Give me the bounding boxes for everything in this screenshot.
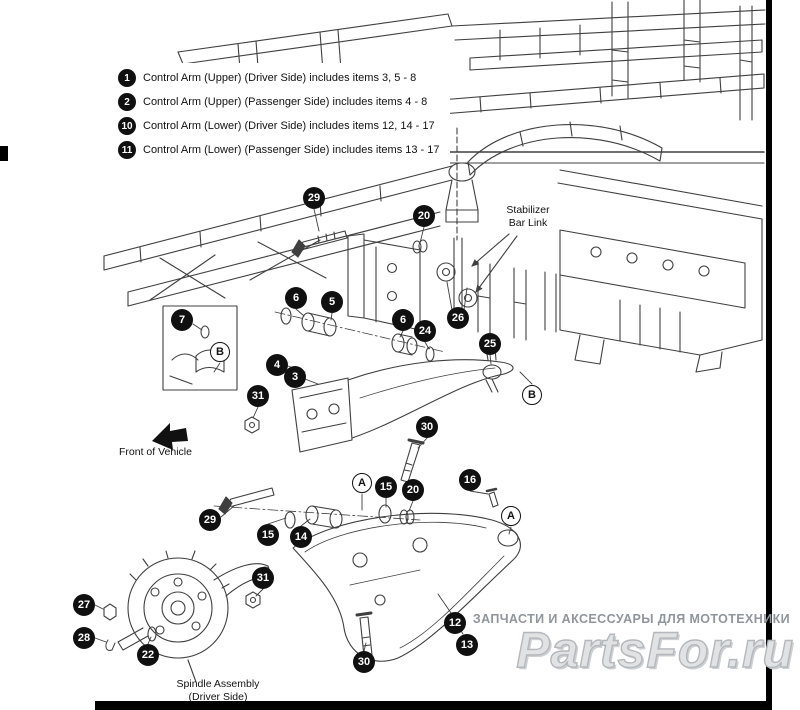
front-of-vehicle-arrow-icon <box>152 423 188 450</box>
label-line: Bar Link <box>508 216 548 229</box>
spindle-assembly-label: Spindle Assembly (Driver Side) <box>160 678 276 703</box>
legend-item-number: 1 <box>118 69 136 87</box>
inset-detail-box <box>162 305 238 391</box>
watermark-logo: PartsFor.ru <box>516 621 794 678</box>
legend-item-text: Control Arm (Upper) (Driver Side) includ… <box>143 72 417 84</box>
lower-control-arm <box>292 512 521 662</box>
page-edge-right <box>766 0 772 710</box>
legend-item: 1 Control Arm (Upper) (Driver Side) inclu… <box>118 66 440 90</box>
page-edge-bottom <box>95 701 772 710</box>
legend-item: 2 Control Arm (Upper) (Passenger Side) in… <box>118 90 440 114</box>
label-line: Spindle Assembly <box>176 678 260 690</box>
legend: 1 Control Arm (Upper) (Driver Side) inclu… <box>114 63 450 165</box>
label-line: (Driver Side) <box>188 690 248 703</box>
legend-list: 1 Control Arm (Upper) (Driver Side) inclu… <box>118 66 440 162</box>
legend-item: 10 Control Arm (Lower) (Driver Side) incl… <box>118 114 440 138</box>
lower-arm-hardware <box>213 487 499 657</box>
page-edge-left-tick <box>0 146 8 161</box>
upper-control-arm <box>291 347 514 453</box>
label-line: Stabilizer <box>506 204 550 216</box>
stabilizer-bar-link-label: Stabilizer Bar Link <box>496 204 560 229</box>
legend-item: 11 Control Arm (Lower) (Passenger Side) i… <box>118 138 440 162</box>
frame-structure <box>103 0 766 373</box>
legend-item-text: Control Arm (Upper) (Passenger Side) inc… <box>143 96 428 108</box>
watermark-tagline: ЗАПЧАСТИ И АКСЕССУАРЫ ДЛЯ МОТОТЕХНИКИ <box>472 612 790 626</box>
legend-item-number: 10 <box>118 117 136 135</box>
front-of-vehicle-label: Front of Vehicle <box>119 446 192 458</box>
stabilizer-label-arrows <box>471 233 518 293</box>
legend-item-text: Control Arm (Lower) (Driver Side) includ… <box>143 120 435 132</box>
legend-item-number: 11 <box>118 141 136 159</box>
legend-item-text: Control Arm (Lower) (Passenger Side) inc… <box>143 144 440 156</box>
spindle-assembly <box>103 550 273 659</box>
stabilizer-bar-link-part <box>436 127 478 323</box>
spindle-label-leader <box>187 659 197 683</box>
legend-item-number: 2 <box>118 93 136 111</box>
